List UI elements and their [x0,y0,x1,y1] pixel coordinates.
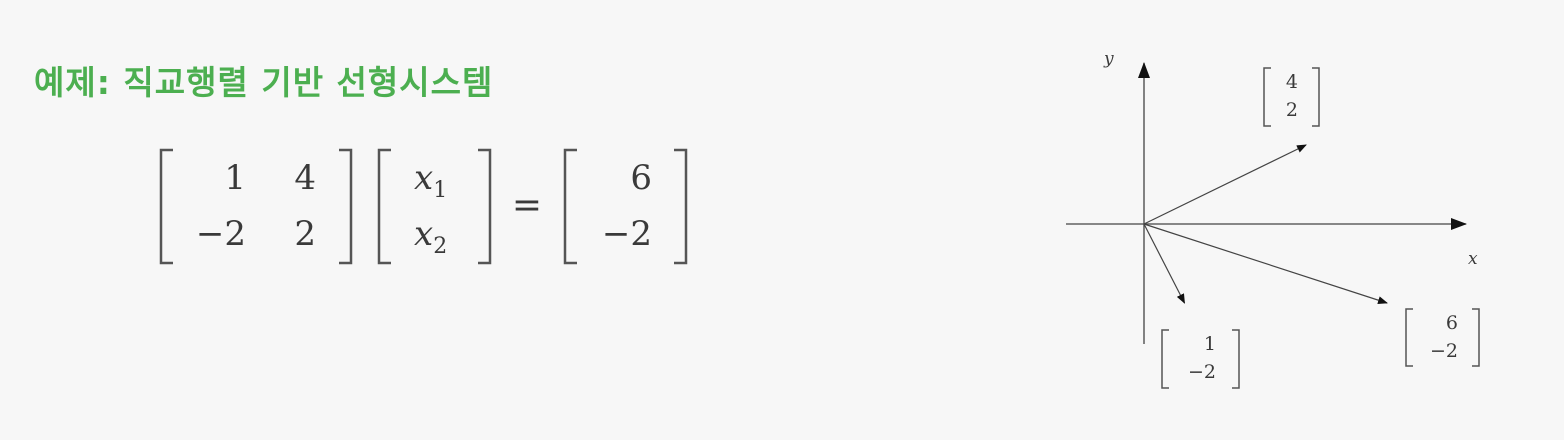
page-title: 예제: 직교행렬 기반 선형시스템 [34,63,494,102]
matrix-a-entry: 2 [294,214,316,254]
matrix-a-entry: 4 [294,158,316,198]
vector-label-entry: 4 [1286,71,1298,93]
bracket-left-A [159,148,173,265]
vector-b-entry: 6 [630,158,652,198]
bracket-left-b [563,148,577,265]
matrix-a-entry: 1 [224,158,246,198]
bracket-right-x [478,148,492,265]
vector-label-entry: −2 [1430,340,1458,362]
bracket-right-b [674,148,688,265]
vector-x-entry: x1 [414,158,447,203]
vector-label-entry: 2 [1286,99,1298,121]
vector-label-col-1: 1 −2 [1161,329,1240,389]
vector-arrow-rhs [1143,223,1388,305]
vector-label-rhs: 6 −2 [1405,308,1480,367]
axis-y-label: y [1103,49,1114,69]
vector-label-entry: 1 [1204,333,1216,355]
vector-label-entry: 6 [1446,312,1458,334]
bracket-right-A [339,148,353,265]
bracket-left-x [377,148,391,265]
vector-label-col-2: 4 2 [1263,67,1320,127]
vector-label-entry: −2 [1188,361,1216,383]
matrix-a-entry: −2 [196,214,246,254]
vector-arrow-col-2 [1143,144,1307,225]
equals-sign: = [512,185,542,226]
vector-x-entry: x2 [414,214,447,259]
vector-b-entry: −2 [602,214,652,254]
vector-arrow-col-1 [1143,223,1186,304]
axis-x-label: x [1468,249,1478,269]
matrix-equation: 1 4 −2 2 x1 x2 = 6 −2 [159,148,688,265]
